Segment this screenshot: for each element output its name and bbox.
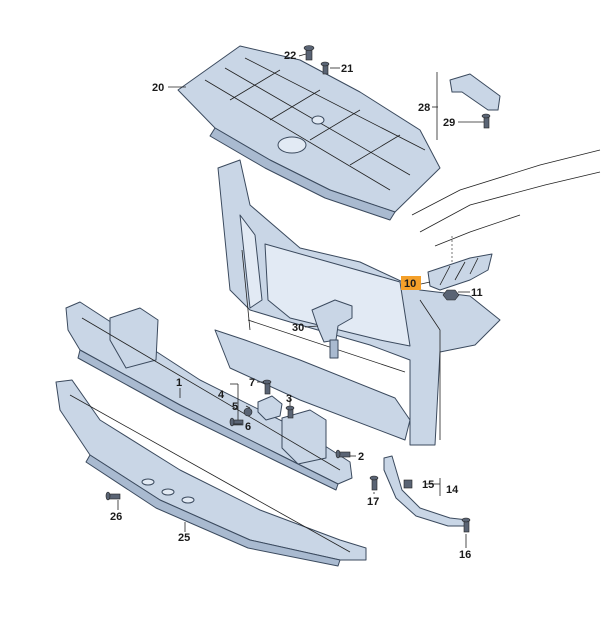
callout-6: 6 xyxy=(245,421,251,433)
bracket-28 xyxy=(436,72,501,140)
bolt-17 xyxy=(369,475,379,491)
leader-lines xyxy=(117,53,484,548)
callout-10: 10 xyxy=(404,278,416,290)
bracket-10 xyxy=(427,236,493,291)
bumper-reinforcement xyxy=(65,301,353,491)
bumper-support-25 xyxy=(55,379,367,567)
callout-28: 28 xyxy=(418,102,430,114)
callout-7: 7 xyxy=(249,377,255,389)
callout-labels: 20 22 21 28 29 10 11 30 1 7 4 5 3 6 2 17… xyxy=(110,50,483,561)
callout-16: 16 xyxy=(459,549,471,561)
callout-11: 11 xyxy=(471,287,483,299)
fastener-21 xyxy=(320,61,330,75)
callout-4: 4 xyxy=(218,389,225,401)
bolt-6 xyxy=(229,417,244,427)
callout-3: 3 xyxy=(286,393,292,405)
bracket-4 xyxy=(243,395,283,421)
lock-carrier-frame xyxy=(214,159,501,446)
callout-20: 20 xyxy=(152,82,164,94)
callout-25: 25 xyxy=(178,532,190,544)
bolt-2 xyxy=(335,449,351,459)
air-duct-cover xyxy=(177,45,441,221)
bolt-26 xyxy=(105,491,121,501)
callout-29: 29 xyxy=(443,117,455,129)
callout-26: 26 xyxy=(110,511,122,523)
callout-14: 14 xyxy=(446,484,459,496)
hood-edge xyxy=(411,149,601,247)
nut-11 xyxy=(442,289,460,301)
bolt-16 xyxy=(461,517,471,533)
bolt-29 xyxy=(481,113,491,129)
callout-21: 21 xyxy=(341,63,353,75)
callout-15: 15 xyxy=(422,479,434,491)
latch-30 xyxy=(311,299,353,359)
callout-30: 30 xyxy=(292,322,304,334)
callout-1: 1 xyxy=(176,377,182,389)
callout-17: 17 xyxy=(367,496,379,508)
callout-10-highlight xyxy=(401,276,421,290)
callout-2: 2 xyxy=(358,451,364,463)
bolt-3 xyxy=(285,405,295,419)
callout-5: 5 xyxy=(232,401,238,413)
callout-22: 22 xyxy=(284,50,296,62)
fastener-22 xyxy=(303,45,315,61)
bolt-7 xyxy=(262,379,272,395)
